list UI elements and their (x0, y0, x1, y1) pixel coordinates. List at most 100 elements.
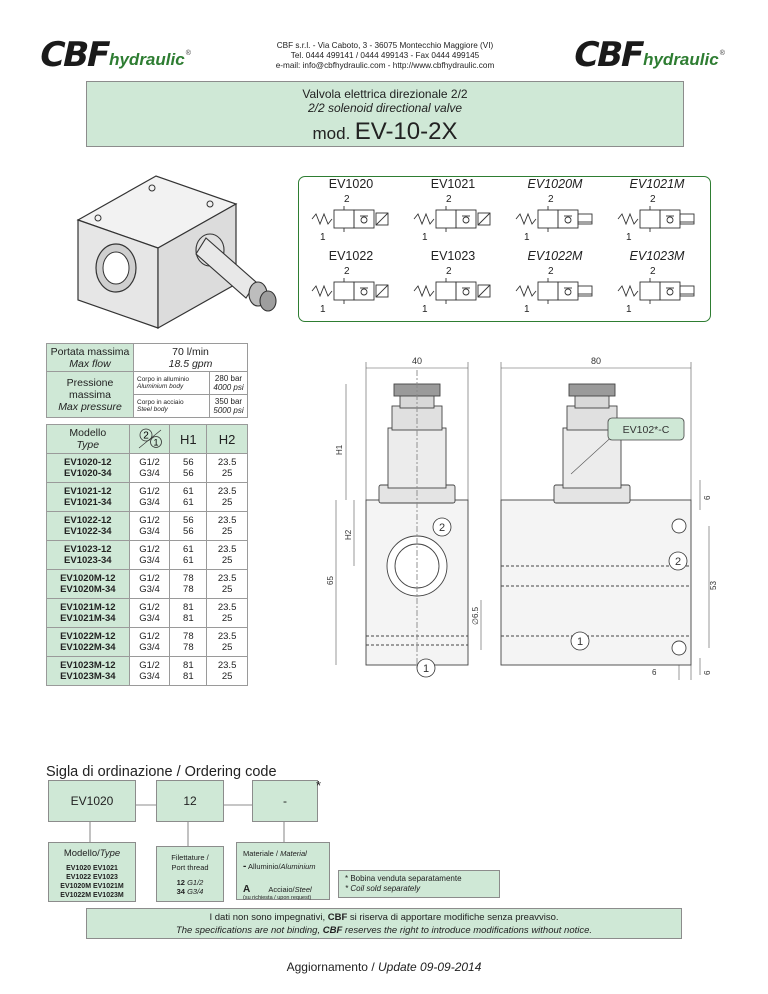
variant-name: EV1023M (629, 249, 685, 263)
h1-cell-h1b: 81 (183, 671, 194, 682)
disclaimer-en-brand: CBF (322, 925, 343, 936)
material-alu-row: - Alluminio/Aluminium (243, 861, 329, 872)
company-phone: Tel. 0444 499141 / 0444 499143 - Fax 044… (290, 51, 480, 60)
variant-port-bottom: 1 (626, 232, 632, 243)
material-title-en: Material (280, 849, 307, 858)
variant-name: EV1023 (430, 249, 476, 263)
variant-port-top: 2 (650, 266, 656, 277)
pressure-label-cell: Pressione massima Max pressure (46, 371, 134, 418)
update-date: Aggiornamento / Update 09-09-2014 (234, 960, 534, 974)
material-note: (su richiesta / upon request) (243, 895, 312, 901)
thread-options: 12 G1/2 34 G3/4 (157, 878, 223, 896)
model-cell-m1: EV1023-12 (64, 544, 112, 555)
thread-title: Filettature / Port thread (157, 853, 223, 873)
valve-symbol-icon (311, 278, 389, 304)
variant-name: EV1020 (328, 177, 374, 191)
thread-34-code: 34 (176, 887, 185, 896)
logo-right: CBF hydraulic ® (569, 35, 725, 75)
pressure-label-en: Max pressure (58, 400, 122, 413)
valve-symbol-icon (413, 206, 491, 232)
disclaimer-box: I dati non sono impegnativi, CBF si rise… (86, 908, 682, 939)
header-h1: H1 (169, 424, 208, 454)
model-info-title-it: Modello/ (63, 848, 100, 859)
port-2-marker: 2 (439, 522, 445, 534)
model-cell-m1: EV1022-12 (64, 515, 112, 526)
material-steel-row: A Acciaio/Steel (243, 884, 329, 895)
disclaimer-it-c: si riserva di apportare modifiche senza … (347, 912, 559, 923)
variant-port-top: 2 (446, 266, 452, 277)
h2-cell-h2a: 23.5 (217, 486, 237, 497)
thread-cell-t1: G1/2 (139, 486, 160, 497)
thread-title-1: Filettature / (171, 853, 209, 862)
model-cell-m1: EV1020-12 (64, 457, 112, 468)
variant-name: EV1021M (629, 177, 685, 191)
variant-port-top: 2 (446, 194, 452, 205)
update-it: Aggiornamento / (286, 960, 378, 974)
h2-cell-h2a: 23.5 (217, 631, 237, 642)
steel-body-it: Corpo in acciaio (137, 399, 184, 406)
title-italian: Valvola elettrica direzionale 2/2 (302, 87, 468, 101)
thread-12-value: G1/2 (187, 878, 204, 887)
material-title-it: Materiale / (243, 849, 281, 858)
disclaimer-it: I dati non sono impegnativi, CBF si rise… (87, 911, 681, 924)
model-cell-m1: EV1021-12 (64, 486, 112, 497)
flow-label-it: Portata massima (50, 345, 130, 358)
h2-cell-h2a: 23.5 (217, 573, 237, 584)
thread-12-code: 12 (176, 878, 185, 887)
thread-cell-t1: G1/2 (139, 573, 160, 584)
logo-main-text: CBF (35, 35, 113, 75)
thread-title-2: Port thread (171, 863, 209, 872)
material-title: Materiale / Material (243, 849, 329, 858)
variant-port-bottom: 1 (524, 304, 530, 315)
ordering-box-thread: 12 (156, 780, 224, 822)
thread-cell-t1: G1/2 (139, 602, 160, 613)
alu-body-en: Aluminium body (137, 383, 184, 390)
dim-h1: H1 (335, 444, 344, 455)
dim-6-bottom: 6 (652, 668, 657, 677)
flow-value-cell: 70 l/min 18.5 gpm (133, 343, 248, 372)
h2-cell-h2a: 23.5 (217, 544, 237, 555)
model-info-title-en: Type (99, 848, 121, 859)
header-model-cell: Modello Type (46, 424, 130, 454)
variant-name: EV1020M (527, 177, 583, 191)
h1-cell-h1a: 78 (183, 573, 194, 584)
model-cell-m1: EV1023M-12 (60, 660, 116, 671)
coil-note-box: * Bobina venduta separatamente * Coil so… (338, 870, 500, 898)
h1-cell-h1b: 61 (183, 555, 194, 566)
alu-pressure-2: 4000 psi (213, 383, 244, 392)
variant-port-top: 2 (548, 194, 554, 205)
title-english: 2/2 solenoid directional valve (307, 101, 463, 115)
coil-note-en: * Coil sold separately (345, 884, 421, 893)
logo-main-text: CBF (569, 35, 647, 75)
thread-cell-t2: G3/4 (139, 468, 160, 479)
specs-table: Portata massima Max flow 70 l/min 18.5 g… (46, 343, 248, 418)
header-model-it: Modello (69, 427, 107, 439)
valve-symbol-icon (413, 278, 491, 304)
variant-port-bottom: 1 (320, 232, 326, 243)
model-list-item: EV1022M EV1023M (60, 892, 124, 899)
title-box: Valvola elettrica direzionale 2/2 2/2 so… (86, 81, 684, 147)
h1-cell-h1b: 78 (183, 584, 194, 595)
